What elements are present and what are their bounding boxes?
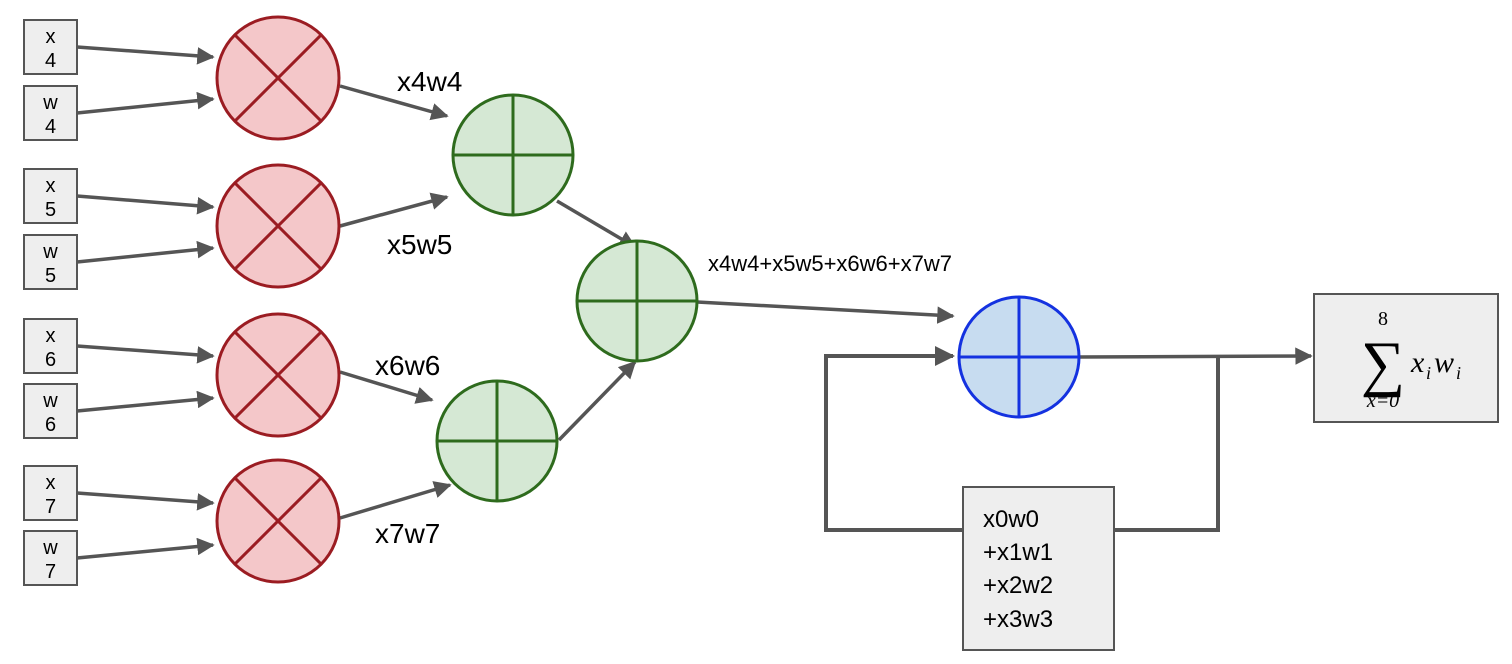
input-box-w6: w 6 [23, 383, 78, 439]
adder-combine [575, 239, 699, 363]
sum-lower-limit: x=0 [1366, 390, 1399, 412]
multiplier-5 [215, 163, 341, 289]
formula-x: x [1410, 346, 1425, 379]
arrow-x4-to-mult4 [76, 45, 215, 65]
input-x5-letter: x [46, 175, 56, 197]
label-partial-sum: x4w4+x5w5+x6w6+x7w7 [708, 251, 952, 276]
input-w6-letter: w [42, 390, 58, 412]
arrow-mult6-to-adder67 [339, 370, 434, 404]
arrow-w4-to-mult4 [76, 91, 215, 115]
input-boxes: x 4 w 4 x 5 w 5 x 6 w 6 x [23, 19, 78, 586]
label-x5w5: x5w5 [387, 229, 452, 260]
arrow-w7-to-mult7 [76, 537, 215, 560]
adder-45 [451, 93, 575, 217]
accumulator-line-1: +x1w1 [983, 539, 1053, 566]
arrow-combine-to-final [696, 300, 955, 324]
input-x4-index: 4 [45, 50, 56, 72]
arrow-w5-to-mult5 [76, 240, 215, 264]
input-w5-index: 5 [45, 265, 56, 287]
accumulator-line-0: x0w0 [983, 506, 1039, 533]
input-box-x7: x 7 [23, 465, 78, 521]
arrow-w6-to-mult6 [76, 390, 215, 413]
feedback-loop-right [1114, 357, 1220, 532]
input-w4-index: 4 [45, 116, 56, 138]
formula-w: w [1434, 346, 1454, 379]
output-box: 8 ∑ x=0 x i w i [1313, 293, 1499, 423]
arrow-adder45-to-combine [556, 199, 637, 249]
adder-final [957, 295, 1081, 419]
input-x6-letter: x [46, 325, 56, 347]
multiplier-6-cross-b [233, 330, 323, 420]
arrow-final-to-output [1078, 347, 1313, 365]
input-x7-index: 7 [45, 496, 56, 518]
input-box-w4: w 4 [23, 85, 78, 141]
input-x6-index: 6 [45, 349, 56, 371]
sigma-icon: ∑ [1361, 330, 1405, 398]
arrow-mult7-to-adder67 [339, 481, 452, 520]
arrow-mult5-to-adder45 [339, 192, 449, 228]
input-w4-letter: w [42, 92, 58, 114]
input-box-w7: w 7 [23, 530, 78, 586]
multipliers [215, 15, 341, 584]
arrow-x6-to-mult6 [76, 344, 215, 364]
input-w7-index: 7 [45, 561, 56, 583]
adder-67 [435, 379, 559, 503]
accumulator-line-2: +x2w2 [983, 572, 1053, 599]
input-w5-letter: w [42, 241, 58, 263]
input-x4-letter: x [46, 26, 56, 48]
label-x7w7: x7w7 [375, 518, 440, 549]
multiplier-7 [215, 458, 341, 584]
arrow-x5-to-mult5 [76, 194, 215, 215]
sum-upper-limit: 8 [1378, 308, 1388, 330]
formula-x-subscript: i [1426, 363, 1431, 383]
multiplier-6 [215, 312, 341, 438]
input-box-x4: x 4 [23, 19, 78, 75]
label-x4w4: x4w4 [397, 66, 462, 97]
multiplier-4 [215, 15, 341, 141]
input-x7-letter: x [46, 472, 56, 494]
input-w6-index: 6 [45, 414, 56, 436]
accumulator-box: x0w0 +x1w1 +x2w2 +x3w3 [962, 486, 1115, 651]
input-box-w5: w 5 [23, 234, 78, 290]
product-labels: x4w4 x5w5 x6w6 x7w7 x4w4+x5w5+x6w6+x7w7 [375, 66, 952, 549]
input-x5-index: 5 [45, 199, 56, 221]
accumulator-line-3: +x3w3 [983, 606, 1053, 633]
input-box-x5: x 5 [23, 168, 78, 224]
feedback-loop-left [824, 346, 963, 532]
arrow-mult4-to-adder45 [339, 84, 449, 121]
formula-w-subscript: i [1456, 363, 1461, 383]
arrow-adder67-to-combine [557, 360, 637, 442]
adders [435, 93, 1081, 503]
input-box-x6: x 6 [23, 318, 78, 374]
multiplier-7-cross-b [233, 476, 323, 566]
multiplier-5-cross-b [233, 181, 323, 271]
arrow-x7-to-mult7 [76, 491, 215, 511]
multiplier-4-cross-b [233, 33, 323, 123]
connections [76, 45, 1313, 560]
label-x6w6: x6w6 [375, 350, 440, 381]
input-w7-letter: w [42, 537, 58, 559]
